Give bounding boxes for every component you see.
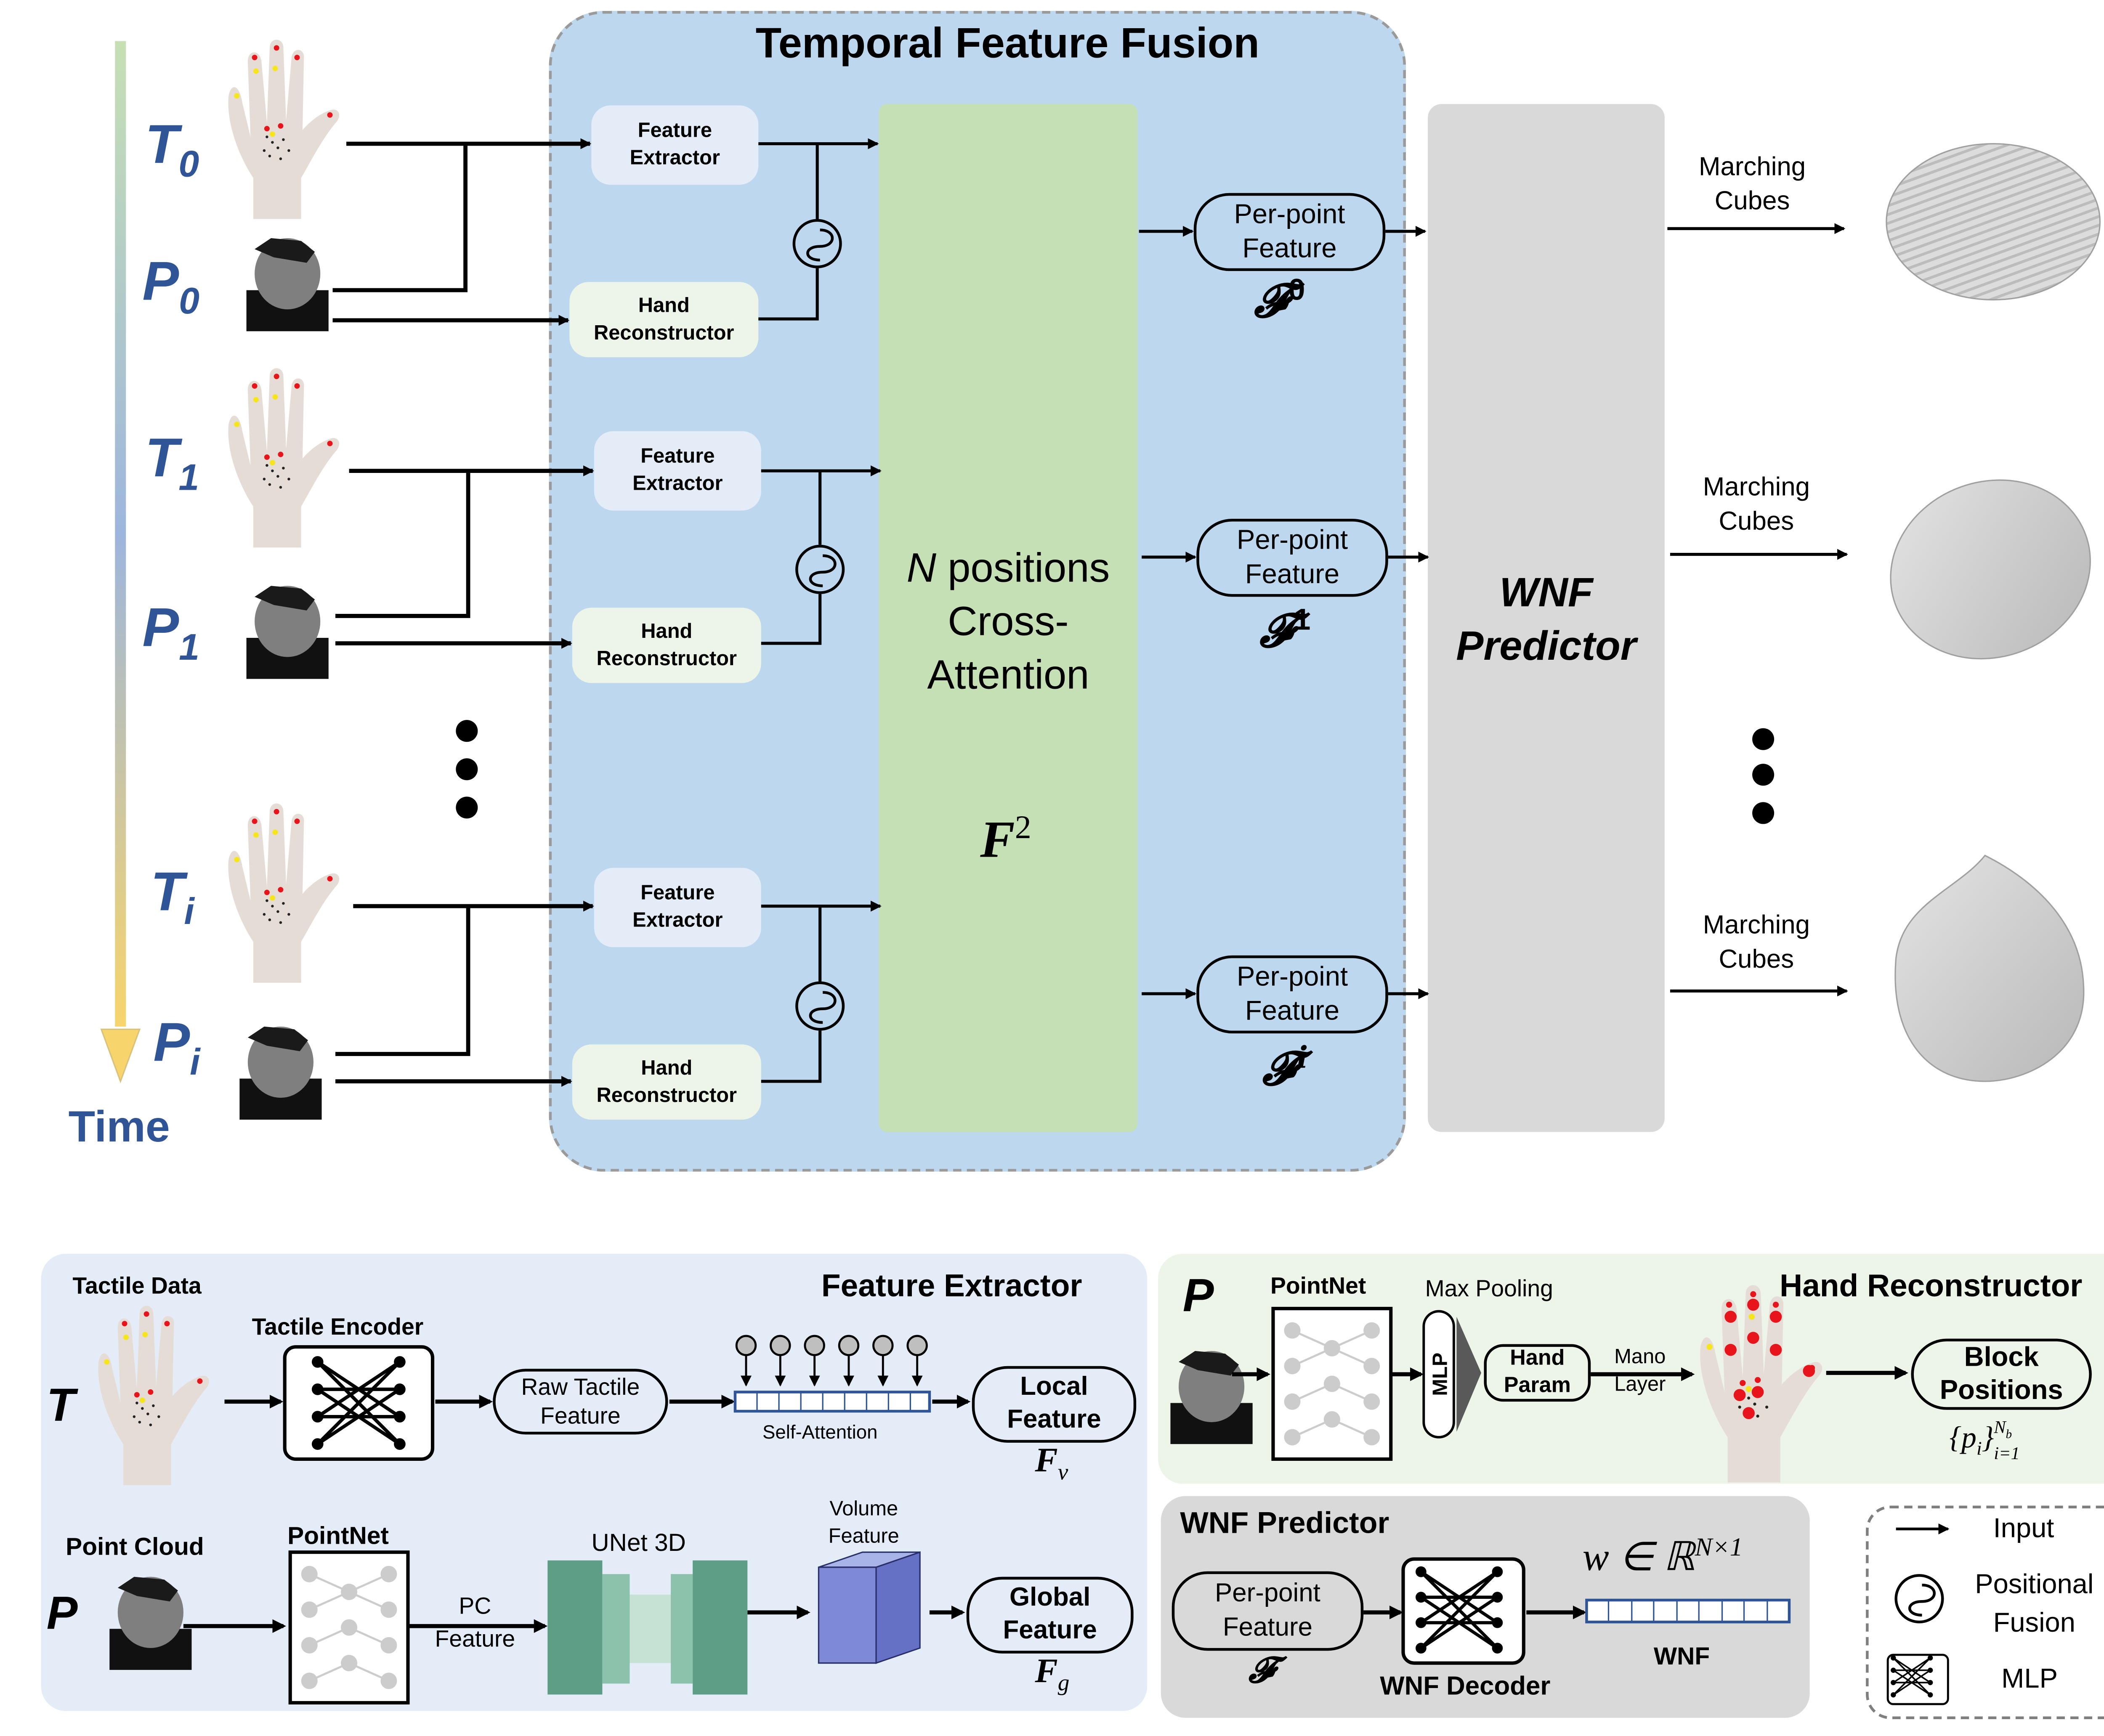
- tactile-input-label-1: T1: [145, 428, 199, 499]
- ellipsis-dot: [456, 758, 478, 780]
- pointnet-label: PointNet: [287, 1522, 389, 1550]
- temporal-fusion-title: Temporal Feature Fusion: [755, 19, 1259, 67]
- cross-attention-label: N positions Cross- Attention: [906, 546, 1110, 698]
- local-feature-symbol: Fv: [1035, 1442, 1068, 1485]
- time-axis-bar: [115, 41, 126, 1027]
- per-point-symbol-0: 𝓕0: [1254, 272, 1305, 329]
- hand-reconstructor-panel-title: Hand Reconstructor: [1780, 1267, 2083, 1303]
- unet-block: [547, 1560, 748, 1695]
- legend-mlp-icon: [1886, 1654, 1949, 1705]
- wnf-vector: [1585, 1598, 1791, 1624]
- cross-attention-block[interactable]: [879, 104, 1138, 1132]
- ellipsis-dot: [456, 796, 478, 819]
- max-pooling-label: Max Pooling: [1425, 1275, 1553, 1302]
- wnf-decoder-label: WNF Decoder: [1380, 1672, 1551, 1701]
- volume-feature-cube: [818, 1551, 921, 1664]
- time-label: Time: [68, 1102, 170, 1151]
- cloud-input-label-i: Pi: [153, 1013, 200, 1083]
- wnf-predictor-block[interactable]: [1428, 104, 1665, 1132]
- per-point-symbol-1: 𝓕1: [1259, 602, 1311, 659]
- wnf-formula: w ∈ ℝN×1: [1582, 1533, 1743, 1580]
- legend-box: [1866, 1505, 2104, 1720]
- tactile-input-label-i: Ti: [150, 862, 194, 932]
- global-feature-symbol: Fg: [1035, 1653, 1070, 1696]
- ellipsis-dot: [456, 720, 478, 742]
- reconstructed-hand-image: [1700, 1285, 1822, 1483]
- tactile-encoder-label: Tactile Encoder: [252, 1314, 424, 1340]
- unet-label: UNet 3D: [591, 1529, 686, 1556]
- legend-input-label: Input: [1993, 1514, 2054, 1544]
- self-attention-label: Self-Attention: [762, 1420, 878, 1443]
- ellipsis-dot: [1752, 802, 1775, 824]
- legend-mlp-label: MLP: [2001, 1664, 2058, 1695]
- reconstructed-mesh-0: [1886, 143, 2101, 301]
- cloud-input-label-0: P0: [142, 252, 200, 322]
- ellipsis-dot: [1752, 764, 1775, 786]
- reconstructed-mesh-i: [1894, 855, 2085, 1082]
- wnf-vector-label: WNF: [1653, 1642, 1710, 1670]
- tactile-data-label: Tactile Data: [72, 1273, 202, 1299]
- tactile-input-label-0: T0: [145, 115, 199, 185]
- legend-positional-fusion-icon: [1896, 1575, 1943, 1622]
- hand-pointnet-label: PointNet: [1270, 1273, 1366, 1299]
- feature-extractor-panel-title: Feature Extractor: [821, 1267, 1082, 1303]
- cloud-input-label-1: P1: [142, 598, 200, 668]
- ellipsis-dot: [1752, 728, 1775, 750]
- point-cloud-symbol: P: [46, 1587, 78, 1640]
- wnf-f-symbol: 𝓕: [1248, 1651, 1275, 1692]
- point-cloud-label: Point Cloud: [66, 1533, 204, 1561]
- mlp-max-pool-block: MLP: [1422, 1310, 1481, 1439]
- self-attention-vector: [733, 1391, 931, 1413]
- reconstructed-mesh-1: [1890, 479, 2091, 660]
- hand-reconstructor-p-symbol: P: [1182, 1270, 1214, 1322]
- wnf-predictor-panel-title: WNF Predictor: [1180, 1505, 1389, 1540]
- tactile-symbol: T: [46, 1380, 75, 1432]
- per-point-symbol-i: 𝓕i: [1262, 1040, 1308, 1097]
- mlp-vertical-label: MLP: [1429, 1353, 1452, 1396]
- cross-attention-symbol: F2: [980, 811, 1031, 869]
